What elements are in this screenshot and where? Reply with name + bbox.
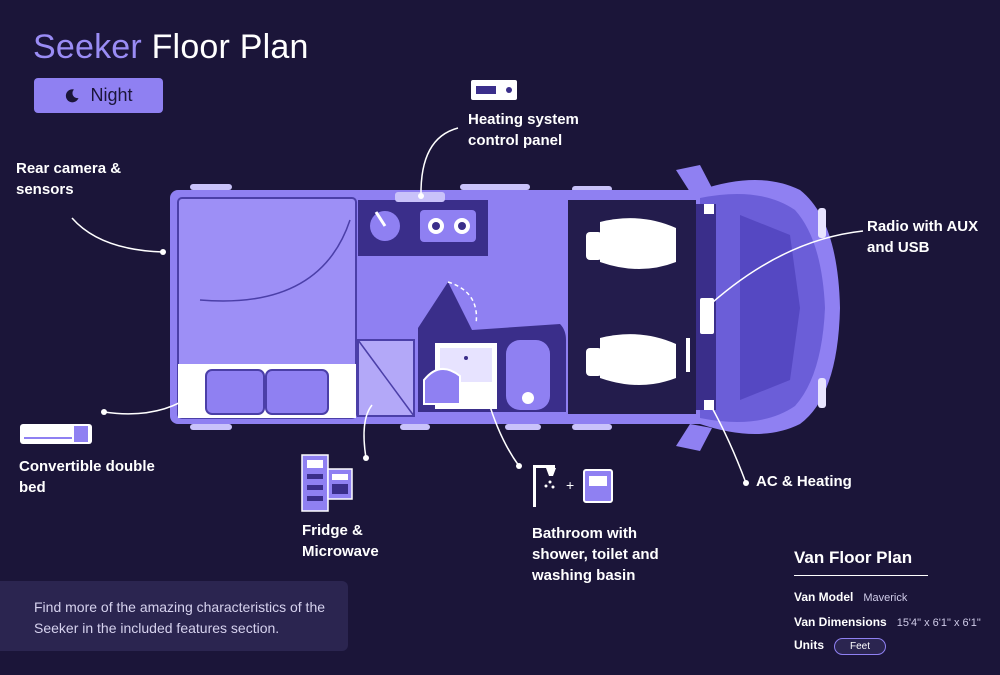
callout-fridge-line1: Fridge &	[302, 522, 363, 539]
spec-value: Maverick	[863, 592, 908, 604]
fridge-microwave-icon	[301, 454, 353, 512]
callout-heating-line2: control panel	[468, 132, 563, 149]
svg-text:+: +	[566, 477, 574, 493]
page-title: Seeker Floor Plan	[33, 28, 309, 67]
callout-bed-line1: Convertible double	[19, 458, 155, 475]
spec-panel: Van Floor Plan Van Model Maverick Van Dim…	[794, 548, 984, 655]
night-mode-button[interactable]: Night	[34, 78, 163, 113]
callout-ac: AC & Heating	[756, 471, 852, 492]
callout-bathroom-line3: washing basin	[532, 567, 636, 584]
bed-area	[177, 197, 357, 419]
callout-fridge: Fridge & Microwave	[302, 520, 379, 562]
heating-panel-icon	[471, 80, 517, 100]
callout-camera-line2: sensors	[16, 181, 74, 198]
spec-value: 15'4" x 6'1" x 6'1"	[896, 617, 981, 629]
callout-fridge-line2: Microwave	[302, 543, 379, 560]
basin-icon	[583, 469, 613, 503]
spec-title: Van Floor Plan	[794, 548, 928, 576]
spec-key: Van Dimensions	[794, 615, 887, 629]
callout-camera-line1: Rear camera &	[16, 160, 122, 177]
bed-icon	[20, 424, 92, 444]
callout-bed-line2: bed	[19, 479, 46, 496]
callout-bathroom-line1: Bathroom with	[532, 525, 637, 542]
night-mode-label: Night	[90, 85, 133, 105]
callout-heating: Heating system control panel	[468, 109, 579, 151]
info-box: Find more of the amazing characteristics…	[0, 581, 348, 651]
callout-radio-line1: Radio with AUX	[867, 218, 979, 235]
callout-radio: Radio with AUX and USB	[867, 216, 978, 258]
callout-ac-line1: AC & Heating	[756, 473, 852, 490]
leader-lines	[71, 127, 864, 484]
units-toggle[interactable]: Feet	[834, 638, 887, 655]
callout-radio-line2: and USB	[867, 239, 930, 256]
spec-key: Van Model	[794, 590, 854, 604]
callout-bed: Convertible double bed	[19, 456, 155, 498]
moon-icon	[64, 88, 80, 104]
spec-row-dimensions: Van Dimensions 15'4" x 6'1" x 6'1"	[794, 615, 981, 629]
title-accent: Seeker	[33, 28, 142, 66]
spec-row-model: Van Model Maverick	[794, 590, 907, 604]
spec-key: Units	[794, 638, 824, 652]
shower-icon	[533, 465, 556, 507]
title-rest: Floor Plan	[151, 28, 309, 66]
callout-bathroom-line2: shower, toilet and	[532, 546, 659, 563]
info-text: Find more of the amazing characteristics…	[34, 599, 326, 636]
callout-heating-line1: Heating system	[468, 111, 579, 128]
callout-camera: Rear camera & sensors	[16, 158, 121, 200]
spec-row-units: Units Feet	[794, 638, 887, 655]
front-seats	[586, 218, 676, 385]
callout-bathroom: Bathroom with shower, toilet and washing…	[532, 523, 659, 586]
